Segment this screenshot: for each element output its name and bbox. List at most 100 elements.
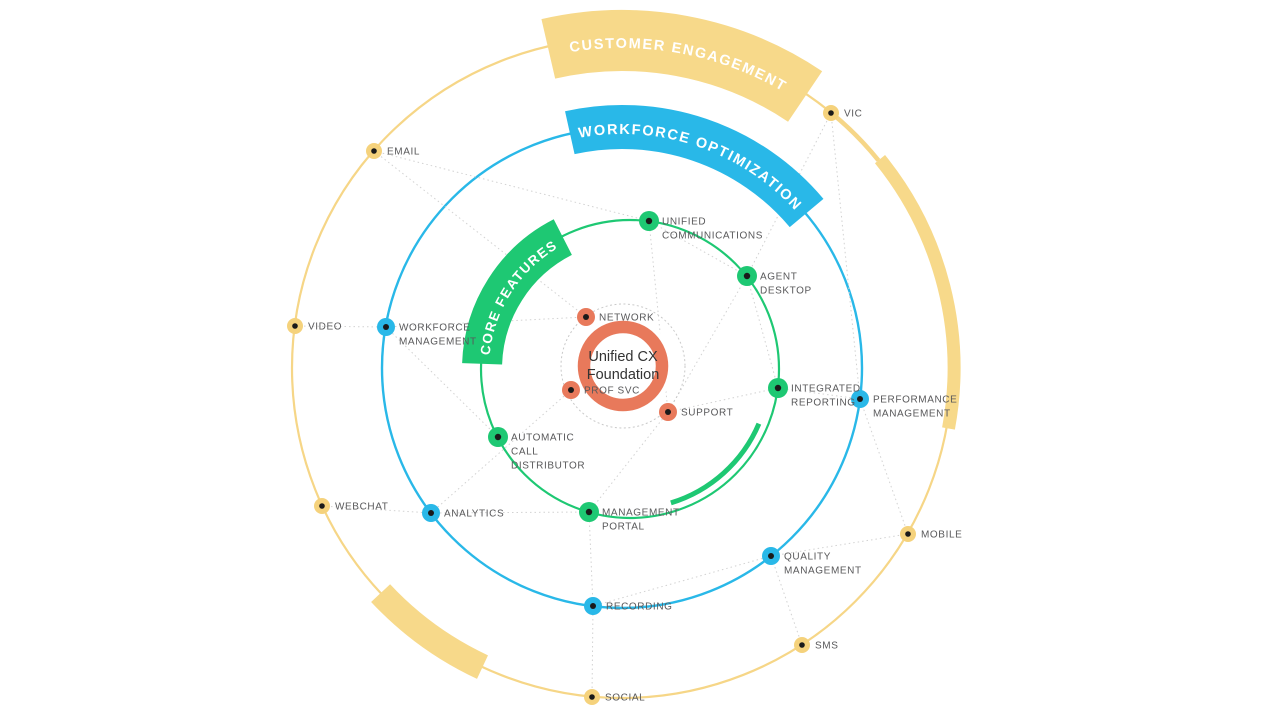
node-automatic-call-distributor[interactable]: AUTOMATIC CALL DISTRIBUTOR [488,427,585,472]
node-label: MANAGEMENT [873,409,951,420]
connection-lines [294,112,909,698]
foundation-title-line2: Foundation [587,367,660,383]
node-recording[interactable]: RECORDING [584,597,673,615]
node-unified-communications[interactable]: UNIFIED COMMUNICATIONS [639,211,763,242]
node-label: QUALITY [784,552,831,563]
edge-management-portal-support [588,411,669,513]
edge-video-workforce-management [294,325,387,328]
node-dot-icon [590,603,596,609]
edge-agent-desktop-integrated-reporting [746,275,779,389]
edge-unified-communications-support [648,220,669,413]
edge-webchat-analytics [321,505,432,514]
node-vic[interactable]: VIC [823,105,862,121]
edge-mobile-quality-management [770,533,909,557]
outer-ring-thick-arc [874,155,961,430]
node-dot-icon [768,553,774,559]
edge-social-recording [591,605,594,698]
outer-ring-bottom-band [371,584,489,679]
node-label: ANALYTICS [444,509,504,520]
workforce-optimization-band [565,104,824,228]
node-dot-icon [292,323,298,329]
node-webchat[interactable]: WEBCHAT [314,498,388,514]
node-dot-icon [828,110,834,116]
banner-workforce-optimization: WORKFORCE OPTIMIZATION [565,104,824,228]
core-features-band [462,219,573,366]
node-sms[interactable]: SMS [794,637,838,653]
node-dot-icon [799,642,805,648]
node-dot-icon [645,217,653,225]
node-label: WORKFORCE [399,323,471,334]
banner-customer-engagement: CUSTOMER ENGAGEMENT [541,10,823,123]
edge-vic-performance-management [830,112,861,400]
banner-core-features: CORE FEATURES [462,219,573,366]
node-label: WEBCHAT [335,502,388,513]
edge-analytics-management-portal [430,511,590,514]
node-prof-svc[interactable]: PROF SVC [562,381,640,399]
node-dot-icon [383,324,389,330]
node-mobile[interactable]: MOBILE [900,526,962,542]
node-label: SMS [815,641,838,652]
node-label: SOCIAL [605,693,645,704]
edge-integrated-reporting-performance-management [777,387,861,400]
edge-workforce-management-automatic-call-distributor [385,326,499,438]
outer-ring-medium-arc [829,110,881,162]
node-label: NETWORK [599,313,654,324]
node-label: INTEGRATED [791,384,861,395]
node-label: MOBILE [921,530,962,541]
node-quality-management[interactable]: QUALITY MANAGEMENT [762,547,862,577]
node-label: MANAGEMENT [602,508,680,519]
node-dot-icon [857,396,863,402]
node-analytics[interactable]: ANALYTICS [422,504,504,522]
node-label: UNIFIED [662,217,706,228]
edge-quality-management-recording [592,555,772,607]
edge-unified-communications-agent-desktop [648,220,748,277]
edge-management-portal-recording [588,511,594,607]
node-label: VIDEO [308,322,342,333]
node-label: RECORDING [606,602,673,613]
node-label: REPORTING [791,398,856,409]
edge-email-unified-communications [373,150,650,222]
node-label: AUTOMATIC [511,433,574,444]
node-network[interactable]: NETWORK [577,308,654,326]
node-video[interactable]: VIDEO [287,318,342,334]
node-label: MANAGEMENT [784,566,862,577]
node-layer: VIC EMAIL VIDEO WEBCHAT SOCIAL SMS MOBILE WORKF… [287,105,962,705]
foundation-center: Unified CX Foundation [560,303,686,429]
node-label: DESKTOP [760,286,812,297]
node-dot-icon [568,387,574,393]
node-label: DISTRIBUTOR [511,461,585,472]
core-features-ring [479,218,781,520]
node-dot-icon [665,409,671,415]
node-dot-icon [428,510,434,516]
node-label: MANAGEMENT [399,337,477,348]
node-label: SUPPORT [681,408,733,419]
node-social[interactable]: SOCIAL [584,689,645,705]
node-label: PROF SVC [584,386,640,397]
foundation-ring [577,320,669,412]
node-dot-icon [743,272,751,280]
node-label: COMMUNICATIONS [662,231,763,242]
node-label: PORTAL [602,522,645,533]
node-workforce-management[interactable]: WORKFORCE MANAGEMENT [377,318,477,348]
node-integrated-reporting[interactable]: INTEGRATED REPORTING [768,378,861,409]
edge-agent-desktop-support [667,275,748,413]
node-dot-icon [319,503,325,509]
node-dot-icon [494,433,502,441]
edge-integrated-reporting-support [667,387,779,413]
node-email[interactable]: EMAIL [366,143,420,159]
node-dot-icon [583,314,589,320]
node-management-portal[interactable]: MANAGEMENT PORTAL [579,502,680,533]
node-dot-icon [905,531,911,537]
core-features-highlight-arc [670,422,762,506]
node-dot-icon [371,148,377,154]
node-label: CALL [511,447,538,458]
customer-engagement-band [541,10,823,123]
node-support[interactable]: SUPPORT [659,403,733,421]
node-dot-icon [774,384,782,392]
edge-mobile-performance-management [859,398,909,535]
node-dot-icon [585,508,593,516]
